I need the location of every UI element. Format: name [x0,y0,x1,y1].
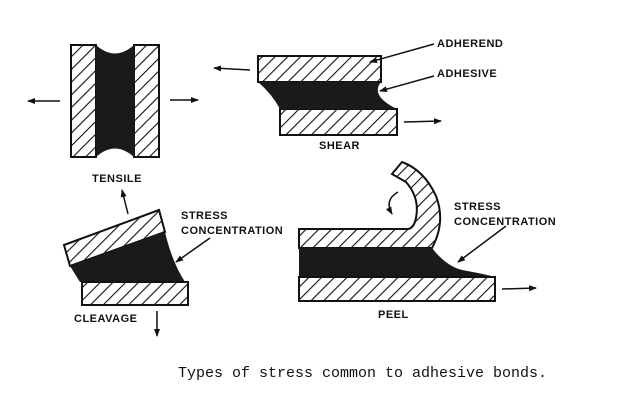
adherend-label: ADHEREND [437,38,503,50]
tensile-label: TENSILE [92,173,142,185]
adhesive-pointer [379,75,435,93]
cleavage-stress-label-2: CONCENTRATION [181,225,283,237]
shear-bottom-adherend [279,108,398,136]
peel-adhesive [299,248,495,277]
cleavage-bottom-adherend [81,281,189,306]
cleavage-stress-pointer [175,237,211,263]
peel-stress-label-1: STRESS [454,201,501,213]
cleavage-adhesive [70,232,185,282]
adherend-pointer [369,43,435,63]
shear-top-adherend [257,55,382,83]
peel-stress-label-2: CONCENTRATION [454,216,556,228]
cleavage-label: CLEAVAGE [74,313,138,325]
shear-specimen: ADHEREND ADHESIVE SHEAR [213,38,503,152]
tensile-adhesive [96,45,134,157]
tensile-left-adherend [70,44,97,158]
shear-arrow-left [213,65,251,72]
cleavage-specimen: STRESS CONCENTRATION CLEAVAGE [62,189,283,337]
peel-specimen: STRESS CONCENTRATION PEEL [298,160,556,321]
peel-top-adherend [298,160,442,249]
shear-arrow-right [403,118,442,125]
peel-arrow-right [501,285,537,292]
cleavage-stress-label-1: STRESS [181,210,228,222]
tensile-right-adherend [133,44,160,158]
shear-adhesive [258,82,397,109]
adhesive-label: ADHESIVE [437,68,497,80]
cleavage-arrow-up [120,189,129,215]
peel-bottom-adherend [298,276,496,302]
peel-curl-arrow [385,191,399,215]
peel-stress-pointer [457,225,507,263]
caption-text: Types of stress common to adhesive bonds… [178,365,548,382]
peel-label: PEEL [378,309,409,321]
shear-label: SHEAR [319,140,360,152]
tensile-specimen: TENSILE [27,44,199,185]
